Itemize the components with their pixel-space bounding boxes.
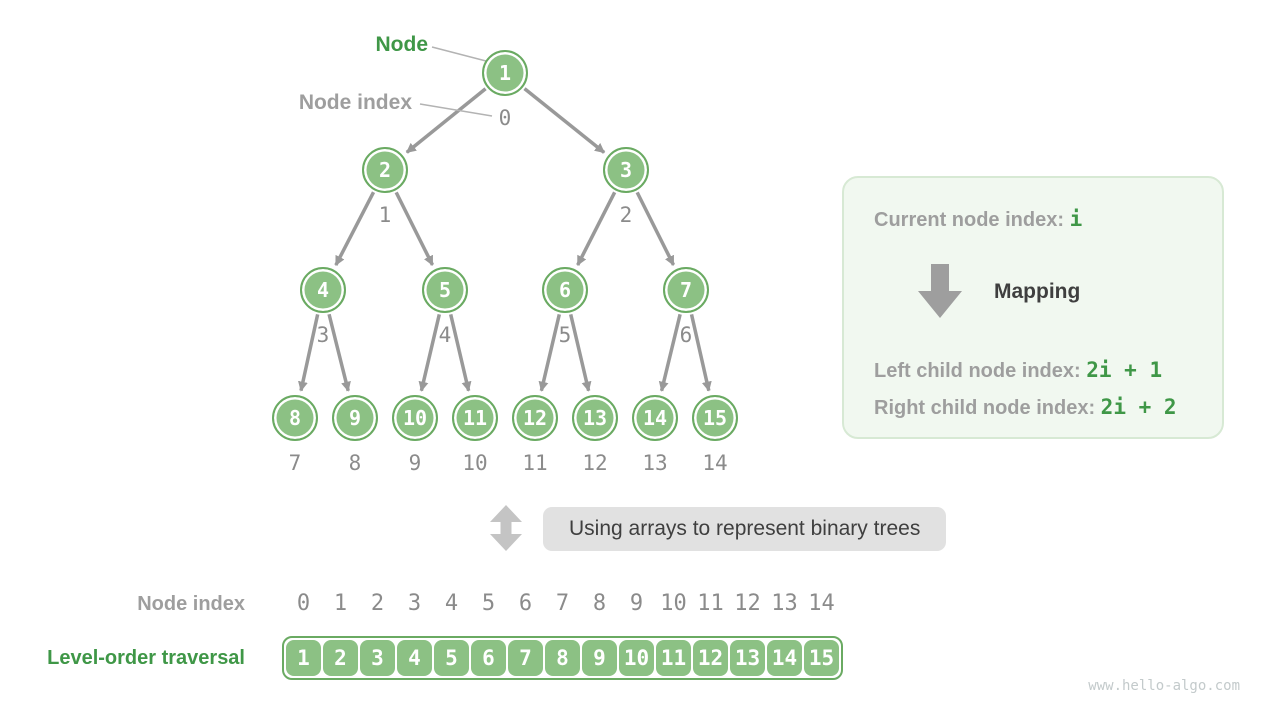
tree-node: 2 xyxy=(362,147,408,193)
array-cell: 15 xyxy=(804,640,839,676)
node-callout-label: Node xyxy=(375,33,429,56)
mapping-down-arrow-icon xyxy=(918,264,962,318)
array-cell: 4 xyxy=(397,640,432,676)
tree-node-index-label: 14 xyxy=(702,451,728,475)
array-index-value: 14 xyxy=(808,591,835,616)
tree-node-index-label: 7 xyxy=(288,451,302,475)
tree-node-index-label: 12 xyxy=(582,451,608,475)
tree-edge xyxy=(334,191,376,267)
tree-node: 10 xyxy=(392,395,438,441)
up-down-arrow-icon xyxy=(490,505,522,551)
array-index-value: 2 xyxy=(370,591,385,616)
array-cell: 11 xyxy=(656,640,691,676)
tree-node-index-label: 5 xyxy=(558,323,572,347)
tree-edge xyxy=(523,87,606,154)
right-child-index-value: 2i + 2 xyxy=(1100,395,1177,419)
tree-node: 7 xyxy=(663,267,709,313)
tree-edge xyxy=(689,313,712,392)
array-cell: 13 xyxy=(730,640,765,676)
right-child-index-text: Right child node index: xyxy=(874,397,1101,419)
tree-edge xyxy=(405,87,487,154)
array-index-value: 0 xyxy=(296,591,311,616)
array-cell: 7 xyxy=(508,640,543,676)
array-index-value: 3 xyxy=(407,591,422,616)
tree-node-index-label: 6 xyxy=(679,323,693,347)
tree-edge xyxy=(394,191,435,266)
tree-edge xyxy=(538,313,561,392)
index-mapping-legend: Current node index: i Mapping Left child… xyxy=(842,176,1224,439)
tree-node: 13 xyxy=(572,395,618,441)
array-index-value: 6 xyxy=(518,591,533,616)
tree-node: 1 xyxy=(482,50,528,96)
tree-edge xyxy=(635,191,676,266)
array-index-value: 13 xyxy=(771,591,798,616)
node-index-callout-label: Node index xyxy=(298,91,412,114)
array-cell: 10 xyxy=(619,640,654,676)
tree-node: 4 xyxy=(300,267,346,313)
tree-node-index-label: 3 xyxy=(316,323,330,347)
array-index-value: 10 xyxy=(660,591,687,616)
tree-edge xyxy=(658,313,682,392)
array-index-value: 1 xyxy=(333,591,348,616)
array-cell: 6 xyxy=(471,640,506,676)
right-child-index-line: Right child node index: 2i + 2 xyxy=(874,395,1177,420)
array-cell: 8 xyxy=(545,640,580,676)
tree-node: 14 xyxy=(632,395,678,441)
tree-edge xyxy=(327,313,351,392)
tree-edge xyxy=(418,313,441,392)
tree-edge xyxy=(569,313,592,392)
tree-node-index-label: 13 xyxy=(642,451,668,475)
node-label-pointer-line xyxy=(431,46,487,62)
array-cell: 1 xyxy=(286,640,321,676)
tree-node-index-label: 1 xyxy=(378,203,392,227)
tree-node-index-label: 0 xyxy=(498,106,512,130)
current-node-index-line: Current node index: i xyxy=(874,207,1082,232)
array-cell: 2 xyxy=(323,640,358,676)
tree-edge xyxy=(576,191,617,266)
tree-node: 12 xyxy=(512,395,558,441)
tree-node-index-label: 9 xyxy=(408,451,422,475)
tree-edges xyxy=(298,87,712,392)
tree-node: 8 xyxy=(272,395,318,441)
tree-node: 3 xyxy=(603,147,649,193)
tree-edge xyxy=(449,313,472,392)
array-cell: 5 xyxy=(434,640,469,676)
level-order-traversal-label: Level-order traversal xyxy=(47,647,245,669)
current-node-index-text: Current node index: xyxy=(874,209,1070,231)
caption: Using arrays to represent binary trees xyxy=(543,507,947,551)
left-child-index-value: 2i + 1 xyxy=(1086,358,1163,382)
array-index-value: 9 xyxy=(629,591,644,616)
tree-node-index-label: 2 xyxy=(619,203,633,227)
left-child-index-line: Left child node index: 2i + 1 xyxy=(874,358,1162,383)
mapping-label: Mapping xyxy=(994,280,1081,303)
array-index-value: 4 xyxy=(444,591,459,616)
array-cell: 12 xyxy=(693,640,728,676)
left-child-index-text: Left child node index: xyxy=(874,360,1087,382)
tree-node-index-label: 11 xyxy=(522,451,548,475)
tree-node: 5 xyxy=(422,267,468,313)
watermark: www.hello-algo.com xyxy=(1088,678,1240,694)
array-cell: 14 xyxy=(767,640,802,676)
array-index-value: 8 xyxy=(592,591,607,616)
tree-edge xyxy=(298,314,320,392)
array-index-value: 7 xyxy=(555,591,570,616)
tree-node-index-label: 4 xyxy=(438,323,452,347)
current-node-index-value: i xyxy=(1069,207,1083,231)
array-index-value: 12 xyxy=(734,591,761,616)
bottom-node-index-label: Node index xyxy=(137,593,245,615)
tree-node: 11 xyxy=(452,395,498,441)
array-index-value: 11 xyxy=(697,591,724,616)
tree-node-index-label: 10 xyxy=(462,451,488,475)
tree-node: 6 xyxy=(542,267,588,313)
tree-node: 9 xyxy=(332,395,378,441)
array-cell: 9 xyxy=(582,640,617,676)
tree-node-index-label: 8 xyxy=(348,451,362,475)
node-index-label-pointer-line xyxy=(419,103,493,117)
tree-node: 15 xyxy=(692,395,738,441)
array-cell: 3 xyxy=(360,640,395,676)
array-index-value: 5 xyxy=(481,591,496,616)
